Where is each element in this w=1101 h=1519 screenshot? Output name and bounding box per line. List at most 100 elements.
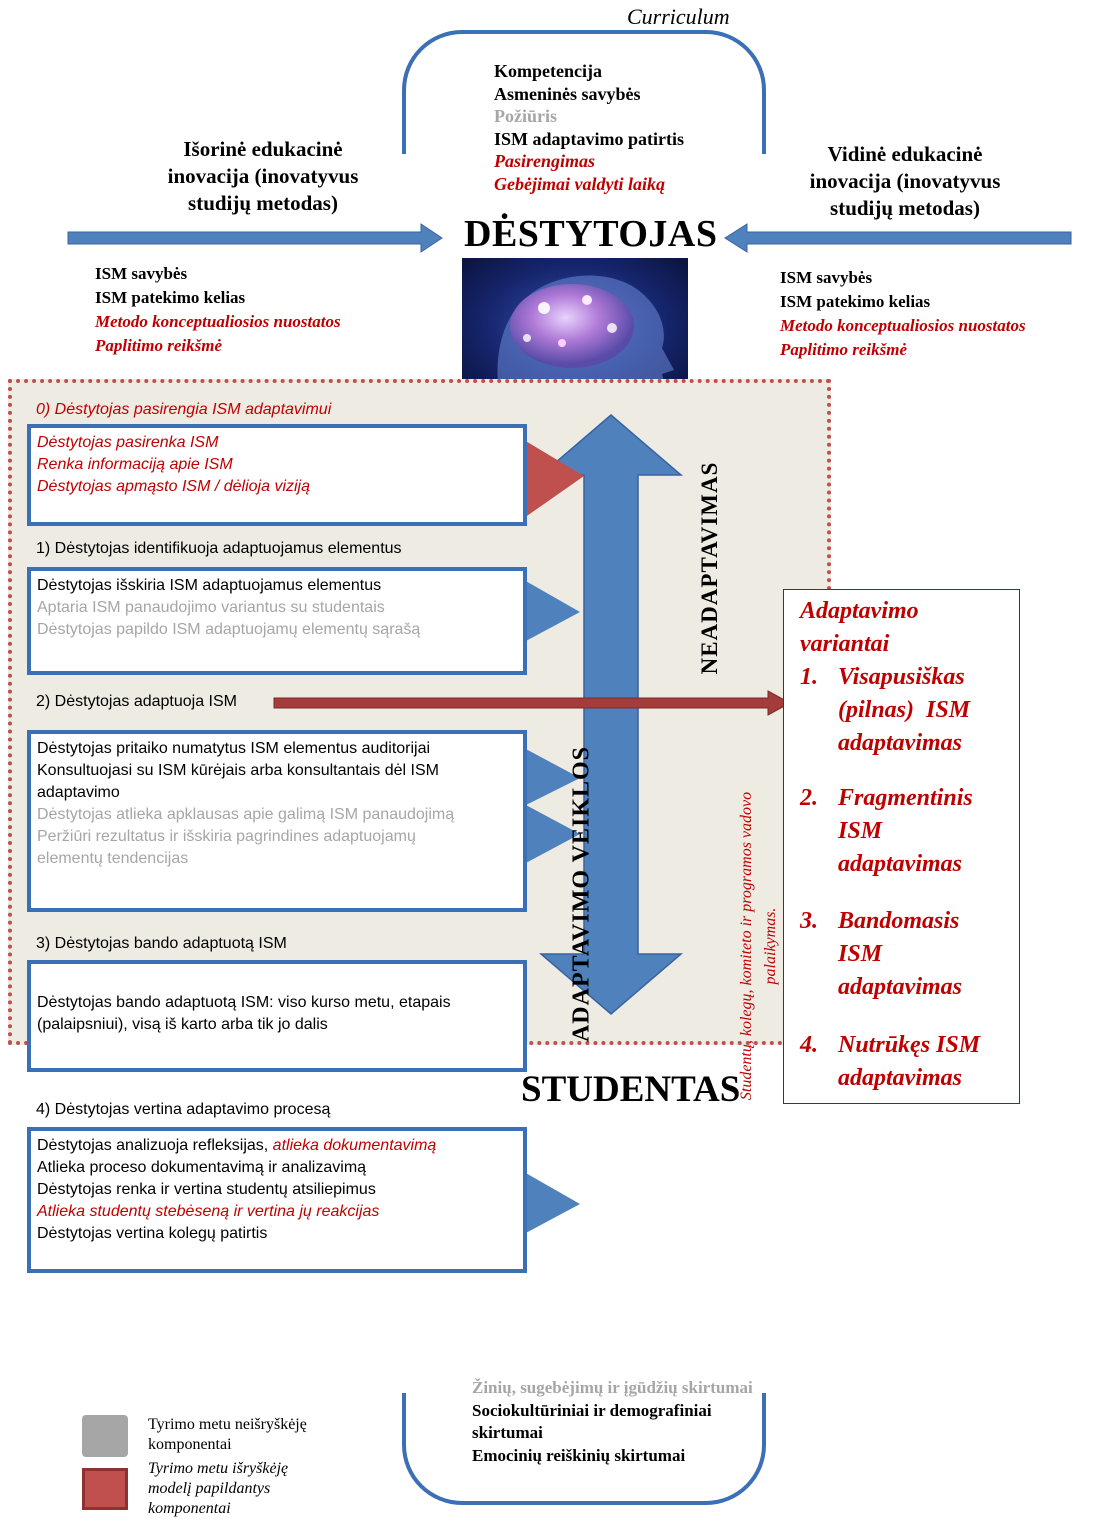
step4-item-2: Atlieka proceso dokumentavimą ir analiza… (37, 1157, 517, 1179)
step0-label: 0) Dėstytojas pasirengia ISM adaptavimui (36, 401, 332, 418)
external-heading-line: Išorinė edukacinė (183, 137, 343, 161)
step4-item-5: Dėstytojas vertina kolegų patirtis (37, 1223, 517, 1245)
external-feature-text: ISM savybės (95, 264, 188, 283)
step0-item-2: Renka informaciją apie ISM (37, 454, 517, 476)
student-difference-4: Emocinių reiškinių skirtumai (472, 1445, 753, 1468)
step1-item-text: Aptaria ISM panaudojimo variantus su stu… (37, 599, 385, 616)
step0-item-1: Dėstytojas pasirenka ISM (37, 432, 517, 454)
variant-line: adaptavimas (838, 730, 962, 756)
step4-item-1: Dėstytojas analizuoja refleksijas, atlie… (37, 1135, 517, 1157)
step2-label: 2) Dėstytojas adaptuoja ISM (36, 693, 237, 710)
step4-item-text: Dėstytojas renka ir vertina studentų ats… (37, 1181, 376, 1198)
curriculum-bracket (402, 30, 766, 154)
internal-heading-line: Vidinė edukacinė (827, 142, 983, 166)
adaptation-variants-box (783, 589, 1020, 1104)
teacher-attribute-text: Požiūris (494, 106, 557, 126)
external-feature-text: Paplitimo reikšmė (95, 336, 223, 355)
variant-line: Nutrūkęs ISM (838, 1032, 981, 1058)
support-line-1: Studentų, kolegų, komiteto ir programos … (738, 791, 755, 1101)
external-feature-2: ISM patekimo kelias (95, 286, 341, 310)
internal-heading-line: inovacija (inovatyvus (809, 169, 1001, 193)
variants-heading-line: Adaptavimo (800, 598, 919, 624)
step2-item-text: Dėstytojas pritaiko numatytus ISM elemen… (37, 740, 431, 757)
variant-number: 3. (800, 908, 818, 934)
student-title: STUDENTAS (521, 1069, 741, 1110)
internal-feature-text: Metodo konceptualiosios nuostatos (780, 316, 1026, 335)
step1-item-1: Dėstytojas išskiria ISM adaptuojamus ele… (37, 575, 517, 597)
student-difference-1: Žinių, sugebėjimų ir įgūdžių skirtumai (472, 1377, 753, 1400)
teacher-attribute-4: ISM adaptavimo patirtis (494, 128, 684, 151)
step4-item-highlight: atlieka dokumentavimą (272, 1137, 437, 1154)
variant-line: Visapusiškas (838, 664, 965, 690)
legend-grey-line: Tyrimo metu neišryškėję (148, 1416, 307, 1433)
step4-box: Dėstytojas analizuoja refleksijas, atlie… (27, 1127, 527, 1273)
step2-item-4: Dėstytojas atlieka apklausas apie galimą… (37, 804, 517, 826)
teacher-attribute-3: Požiūris (494, 105, 684, 128)
internal-feature-text: Paplitimo reikšmė (780, 340, 908, 359)
step3-item-text: Dėstytojas bando adaptuotą ISM: viso kur… (37, 994, 451, 1011)
step4-item-text: Atlieka studentų stebėseną ir vertina jų… (37, 1203, 380, 1220)
legend-grey-swatch (82, 1415, 128, 1457)
variant-number: 2. (800, 785, 818, 811)
step1-pointer (524, 580, 580, 642)
variant-line: (pilnas) ISM (838, 697, 971, 723)
external-feature-text: Metodo konceptualiosios nuostatos (95, 312, 341, 331)
variant-line: ISM (838, 818, 883, 844)
external-innovation-heading: Išorinė edukacinė inovacija (inovatyvus st… (128, 136, 398, 217)
step2-item-text: Konsultuojasi su ISM kūrėjais arba konsu… (37, 762, 439, 779)
step1-item-text: Dėstytojas išskiria ISM adaptuojamus ele… (37, 577, 382, 594)
step3-item-1: Dėstytojas bando adaptuotą ISM: viso kur… (37, 992, 517, 1014)
external-heading-line: inovacija (inovatyvus (167, 164, 359, 188)
support-line-2: palaikymas. (762, 907, 779, 985)
teacher-attribute-text: Asmeninės savybės (494, 83, 641, 104)
student-difference-text: Sociokultūriniai ir demografiniai (472, 1400, 712, 1420)
step4-item-text: Atlieka proceso dokumentavimą ir analiza… (37, 1159, 367, 1176)
variant-line: adaptavimas (838, 1065, 962, 1091)
step1-box: Dėstytojas išskiria ISM adaptuojamus ele… (27, 567, 527, 675)
external-heading-line: studijų metodas) (188, 191, 338, 215)
internal-feature-3: Metodo konceptualiosios nuostatos (780, 314, 1026, 338)
teacher-title: DĖSTYTOJAS (464, 213, 718, 255)
teacher-attribute-text: Kompetencija (494, 61, 602, 81)
step2-box: Dėstytojas pritaiko numatytus ISM elemen… (27, 730, 527, 912)
step3-item-text: (palaipsniui), visą iš karto arba tik jo… (37, 1016, 328, 1033)
curriculum-label: Curriculum (627, 4, 730, 29)
teacher-attribute-1: Kompetencija (494, 60, 684, 83)
step4-item-3: Dėstytojas renka ir vertina studentų ats… (37, 1179, 517, 1201)
teacher-attribute-text: Gebėjimai valdyti laiką (494, 173, 665, 194)
step1-item-3: Dėstytojas papildo ISM adaptuojamų eleme… (37, 619, 517, 641)
student-difference-text: Žinių, sugebėjimų ir įgūdžių skirtumai (472, 1378, 753, 1397)
external-feature-1: ISM savybės (95, 262, 341, 286)
step0-red-pointer (524, 440, 584, 518)
legend-red-line: modelį papildantys (148, 1480, 271, 1497)
teacher-attribute-6: Gebėjimai valdyti laiką (494, 173, 684, 196)
step0-item-3: Dėstytojas apmąsto ISM / dėlioja viziją (37, 476, 517, 498)
step3-item-2: (palaipsniui), visą iš karto arba tik jo… (37, 1014, 517, 1036)
step1-item-2: Aptaria ISM panaudojimo variantus su stu… (37, 597, 517, 619)
step2-item-2: Konsultuojasi su ISM kūrėjais arba konsu… (37, 760, 517, 782)
internal-arrow (724, 223, 1072, 253)
step2-item-text: elementų tendencijas (37, 850, 189, 867)
variant-line: adaptavimas (838, 851, 962, 877)
step4-pointer (524, 1172, 580, 1234)
internal-feature-2: ISM patekimo kelias (780, 290, 1026, 314)
step2-item-5: Peržiūri rezultatus ir išskiria pagrindi… (37, 826, 517, 848)
internal-feature-4: Paplitimo reikšmė (780, 338, 1026, 362)
step1-label: 1) Dėstytojas identifikuoja adaptuojamus… (36, 540, 402, 557)
student-difference-2: Sociokultūriniai ir demografiniai (472, 1400, 753, 1423)
teacher-attribute-text: ISM adaptavimo patirtis (494, 128, 685, 149)
teacher-attribute-text: Pasirengimas (494, 151, 596, 171)
step4-label: 4) Dėstytojas vertina adaptavimo procesą (36, 1101, 331, 1118)
teacher-attribute-2: Asmeninės savybės (494, 83, 684, 106)
teacher-attribute-5: Pasirengimas (494, 150, 684, 173)
step4-item-4: Atlieka studentų stebėseną ir vertina jų… (37, 1201, 517, 1223)
internal-feature-text: ISM savybės (780, 268, 873, 287)
